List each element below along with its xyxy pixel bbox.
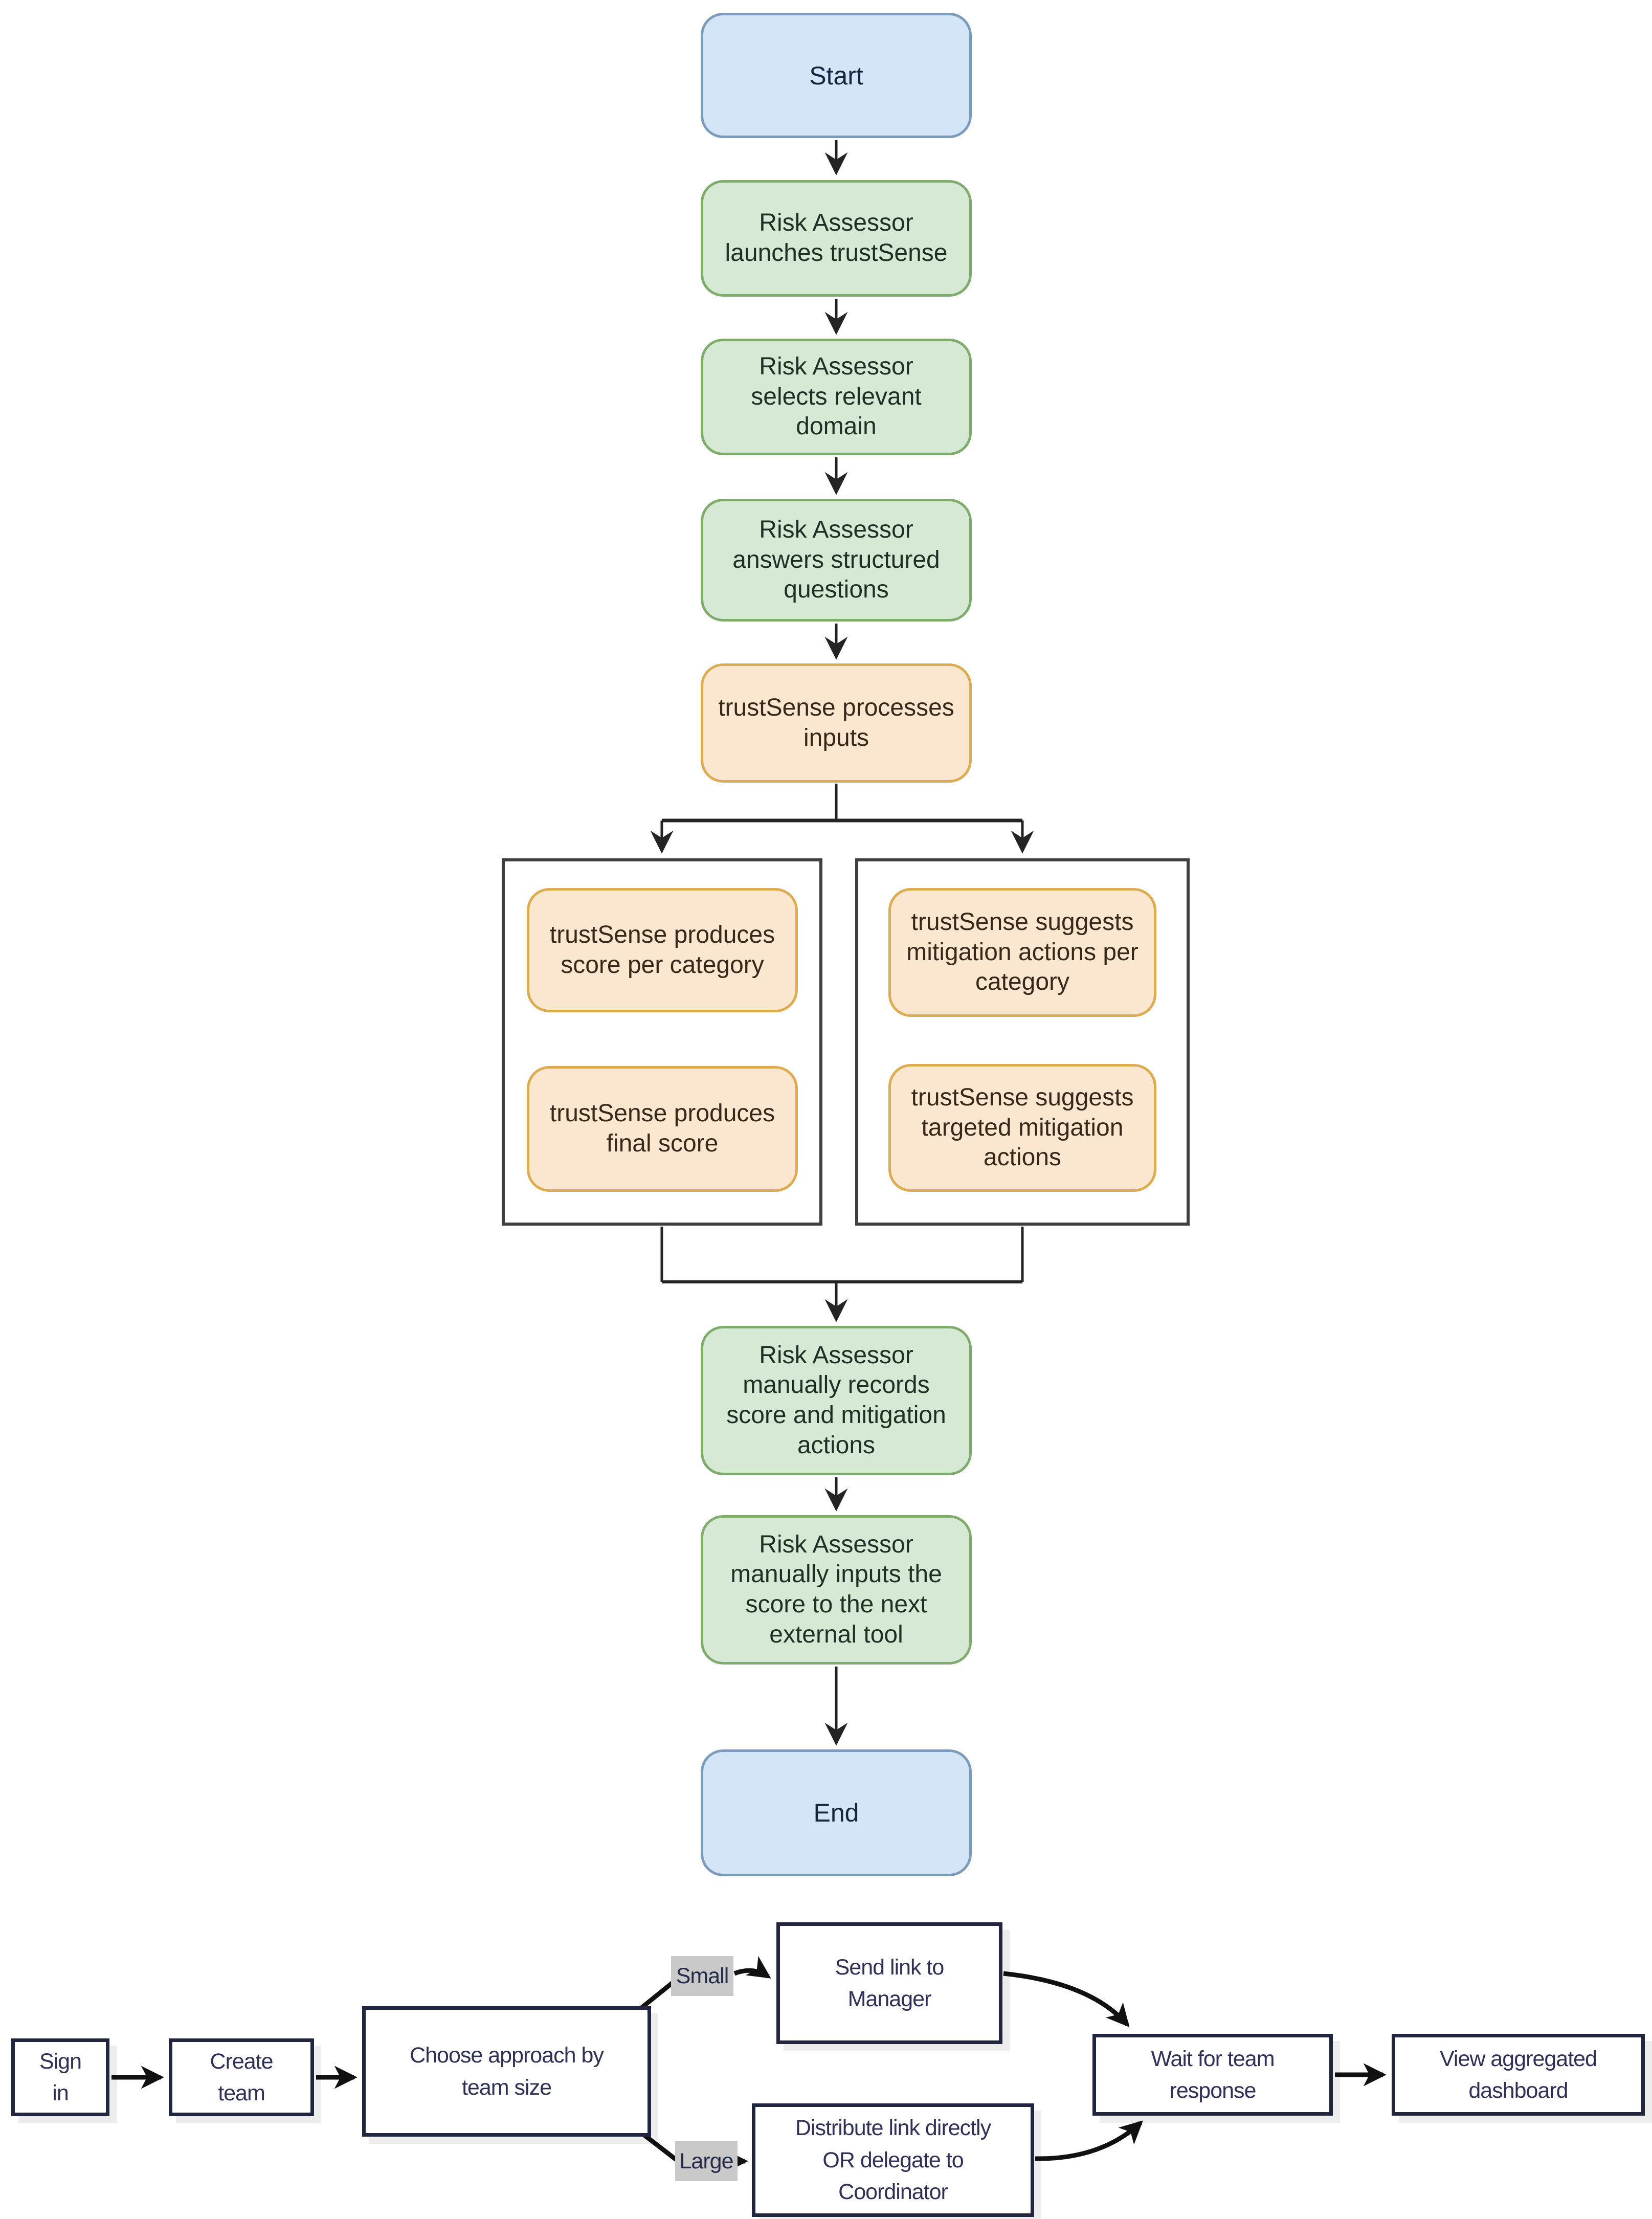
node-wait-response: Wait for team response [1092, 2034, 1333, 2116]
node-create-team-label: Create team [210, 2049, 273, 2105]
node-select-domain: Risk Assessor selects relevant domain [701, 339, 972, 455]
node-targeted-mitigation-label: trustSense suggests targeted mitigation … [911, 1084, 1134, 1171]
node-sign-in-label: Sign in [39, 2049, 82, 2105]
node-record-score: Risk Assessor manually records score and… [701, 1326, 972, 1475]
edge-small-send [733, 1956, 771, 1979]
branch-label-large: Large [675, 2141, 738, 2181]
edge-distribute-wait [1035, 2120, 1143, 2161]
node-wait-response-label: Wait for team response [1151, 2046, 1275, 2103]
node-choose-approach-label: Choose approach by team size [410, 2043, 604, 2100]
node-input-external-label: Risk Assessor manually inputs the score … [730, 1530, 942, 1648]
node-distribute-link-label: Distribute link directly OR delegate to … [795, 2116, 991, 2205]
node-view-dashboard-label: View aggregated dashboard [1440, 2046, 1597, 2103]
node-record-score-label: Risk Assessor manually records score and… [726, 1341, 946, 1459]
node-mitigation-per-category-label: trustSense suggests mitigation actions p… [906, 908, 1138, 996]
branch-label-small: Small [671, 1956, 733, 1996]
node-create-team: Create team [169, 2038, 314, 2116]
node-mitigation-per-category: trustSense suggests mitigation actions p… [888, 888, 1156, 1017]
node-view-dashboard: View aggregated dashboard [1392, 2034, 1645, 2116]
node-select-domain-label: Risk Assessor selects relevant domain [751, 353, 922, 440]
node-answer-questions-label: Risk Assessor answers structured questio… [732, 516, 940, 604]
node-score-per-category-label: trustSense produces score per category [549, 921, 775, 979]
node-distribute-link: Distribute link directly OR delegate to … [752, 2103, 1034, 2217]
node-send-link: Send link to Manager [776, 1922, 1002, 2044]
branch-label-small-text: Small [676, 1963, 729, 1988]
node-final-score: trustSense produces final score [527, 1066, 798, 1192]
node-final-score-label: trustSense produces final score [549, 1100, 775, 1157]
node-start: Start [701, 13, 972, 138]
edge-send-wait [1003, 1971, 1130, 2028]
node-sign-in: Sign in [11, 2038, 109, 2116]
node-targeted-mitigation: trustSense suggests targeted mitigation … [888, 1064, 1156, 1192]
node-launch-label: Risk Assessor launches trustSense [725, 209, 948, 267]
node-send-link-label: Send link to Manager [835, 1955, 945, 2011]
node-process-inputs: trustSense processes inputs [701, 663, 972, 783]
node-score-per-category: trustSense produces score per category [527, 888, 798, 1012]
node-process-inputs-label: trustSense processes inputs [718, 694, 954, 751]
node-end: End [701, 1749, 972, 1876]
node-start-label: Start [809, 61, 863, 90]
node-choose-approach: Choose approach by team size [362, 2006, 651, 2137]
node-end-label: End [813, 1799, 859, 1827]
node-launch-trustsense: Risk Assessor launches trustSense [701, 180, 972, 297]
node-input-external: Risk Assessor manually inputs the score … [701, 1515, 972, 1665]
node-answer-questions: Risk Assessor answers structured questio… [701, 499, 972, 622]
branch-label-large-text: Large [679, 2148, 734, 2173]
